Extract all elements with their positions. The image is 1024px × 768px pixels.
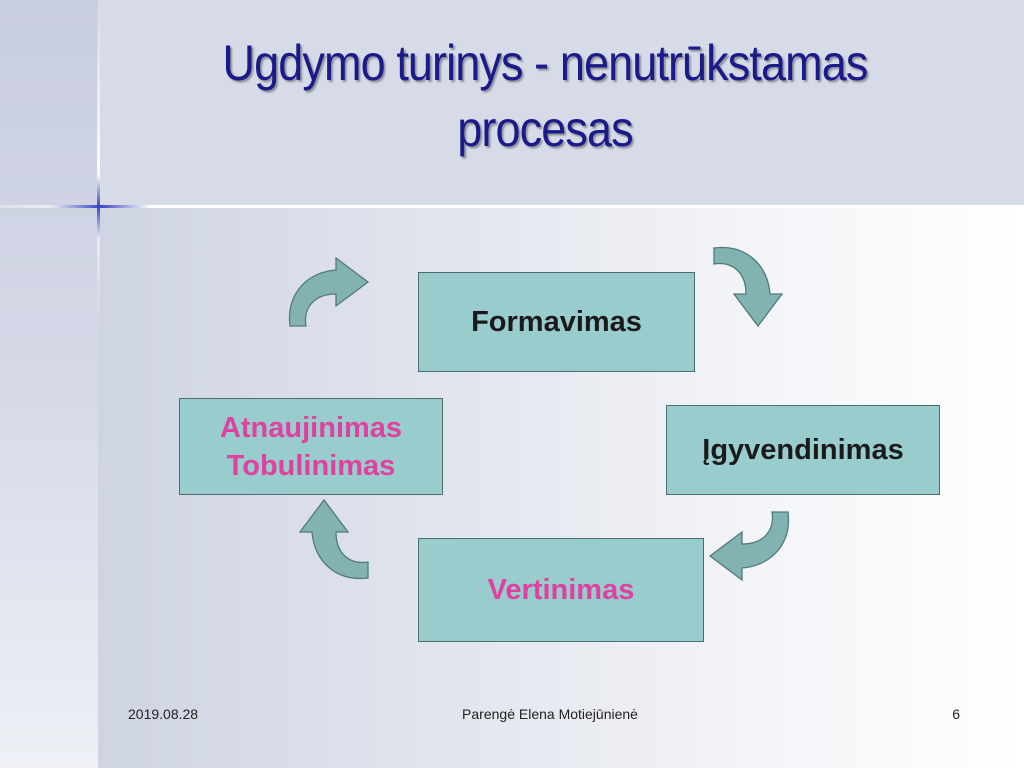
left-decor-band	[0, 0, 98, 768]
arrow-top-left	[288, 257, 369, 327]
arrow-top-right	[713, 246, 783, 327]
box-igyvendinimas-label: Įgyvendinimas	[702, 434, 904, 466]
decor-vertical-line	[97, 0, 100, 330]
decor-horizontal-line	[0, 205, 1024, 208]
box-vertinimas-label: Vertinimas	[487, 574, 635, 606]
arrow-bottom-left	[299, 499, 369, 580]
footer-date: 2019.08.28	[128, 706, 199, 722]
decor-star-vertical	[97, 175, 100, 239]
box-formavimas: Formavimas	[418, 272, 695, 372]
footer-page-number: 6	[952, 706, 960, 722]
decor-star-horizontal	[50, 205, 150, 208]
header-band	[98, 0, 1024, 206]
footer-author: Parengė Elena Motiejūnienė	[462, 706, 638, 722]
box-igyvendinimas: Įgyvendinimas	[666, 405, 940, 495]
box-atnaujinimas-tobulinimas: Atnaujinimas Tobulinimas	[179, 398, 443, 495]
box-atnaujinimas-label: Atnaujinimas	[219, 411, 403, 444]
arrow-bottom-right	[709, 511, 790, 581]
slide-title: Ugdymo turinys - nenutrūkstamas procesas	[222, 35, 869, 157]
box-formavimas-label: Formavimas	[471, 306, 642, 338]
box-vertinimas: Vertinimas	[418, 538, 704, 642]
box-tobulinimas-label: Tobulinimas	[226, 449, 396, 482]
